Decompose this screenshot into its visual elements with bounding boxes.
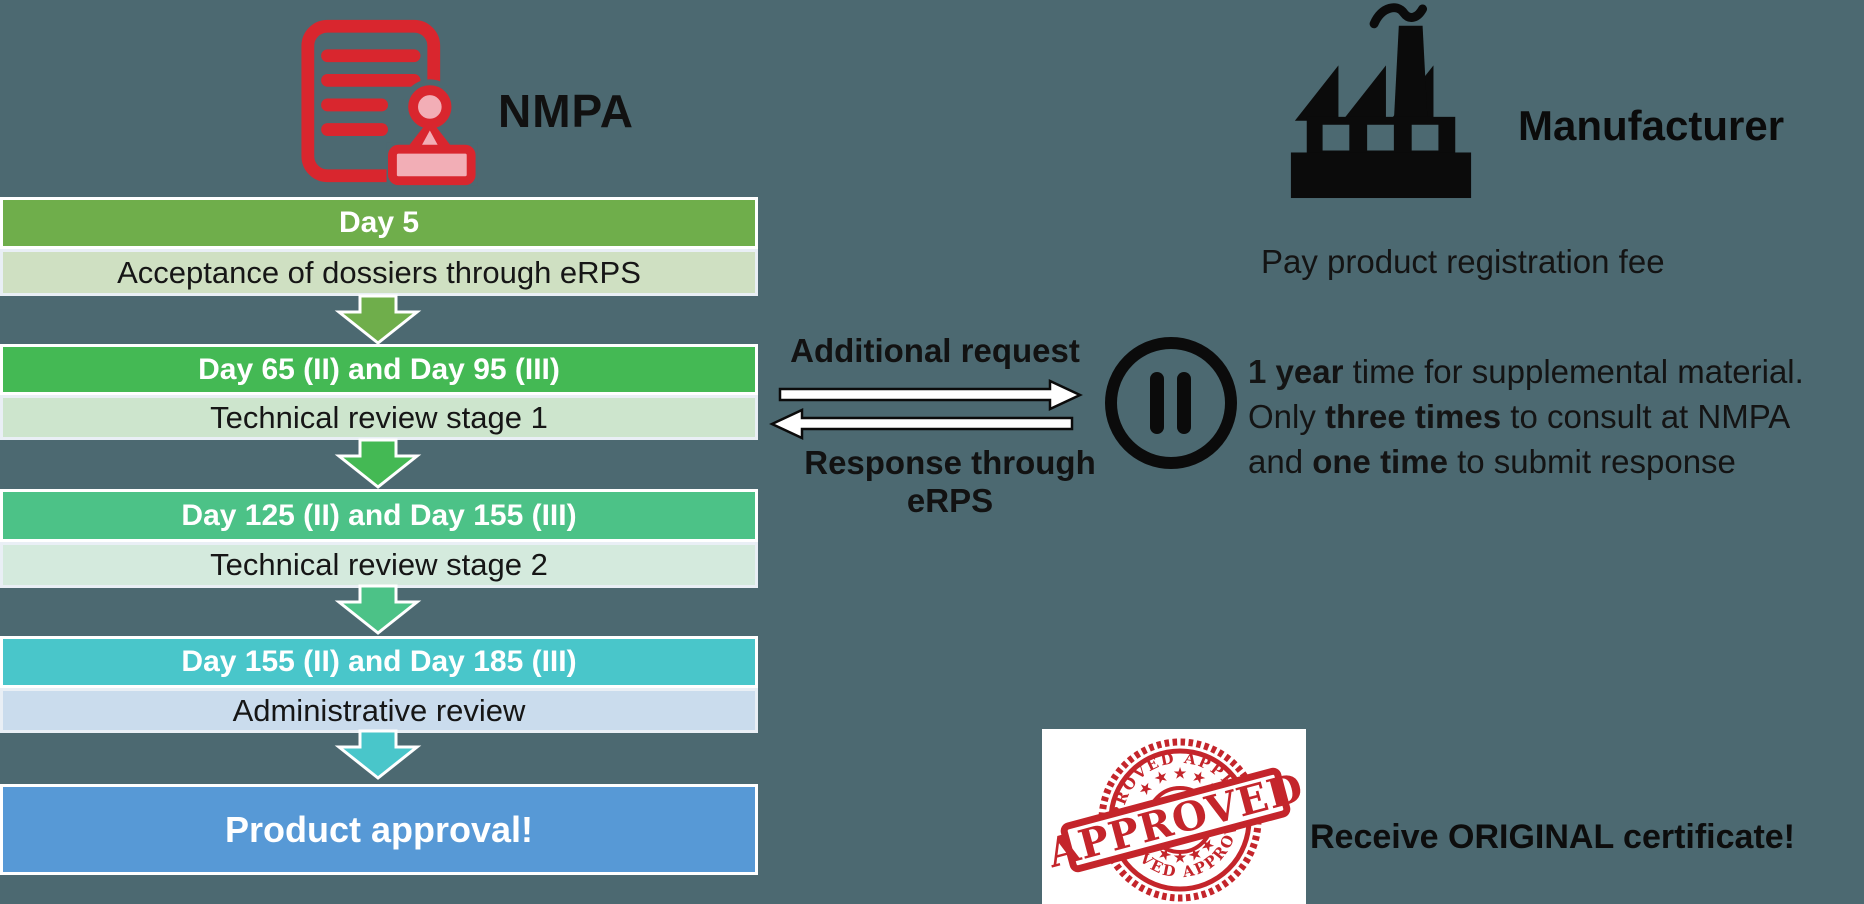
pay-fee-note: Pay product registration fee — [1261, 243, 1665, 280]
request-response-arrows-icon — [769, 379, 1083, 440]
down-arrow-icon — [334, 438, 422, 489]
approved-stamp-image: APPROVED APPROVED APPROVED APPROVED ★ ★ … — [1042, 729, 1306, 904]
timeline-step3-day: Day 125 (II) and Day 155 (III) — [0, 489, 758, 542]
supplemental-note-line2: Only three times to consult at NMPA — [1248, 398, 1791, 435]
supplemental-note: 1 year time for supplemental material. O… — [1248, 349, 1804, 484]
timeline-step2-description: Technical review stage 1 — [0, 395, 758, 440]
down-arrow-icon — [334, 294, 422, 345]
nmpa-title: NMPA — [498, 85, 635, 137]
supplemental-note-line3: and one time to submit response — [1248, 443, 1736, 480]
document-stamp-icon — [301, 19, 478, 186]
approved-stamp-icon: APPROVED APPROVED APPROVED APPROVED ★ ★ … — [1042, 729, 1306, 902]
receive-certificate-note: Receive ORIGINAL certificate! — [1310, 818, 1795, 856]
timeline-step1-day: Day 5 — [0, 197, 758, 249]
additional-request-label: Additional request — [790, 332, 1080, 369]
timeline-final-bar: Product approval! — [0, 784, 758, 875]
factory-icon — [1290, 3, 1472, 199]
manufacturer-title: Manufacturer — [1518, 102, 1785, 149]
response-through-erps-label: Response through eRPS — [804, 444, 1096, 519]
timeline-step1-description: Acceptance of dossiers through eRPS — [0, 249, 758, 296]
down-arrow-icon — [334, 584, 422, 635]
down-arrow-icon — [334, 729, 422, 780]
timeline-step3-description: Technical review stage 2 — [0, 542, 758, 588]
supplemental-note-line1: 1 year time for supplemental material. — [1248, 353, 1804, 390]
timeline-step4-day: Day 155 (II) and Day 185 (III) — [0, 636, 758, 688]
timeline-step2-day: Day 65 (II) and Day 95 (III) — [0, 344, 758, 395]
pause-icon — [1105, 337, 1237, 469]
timeline-step4-description: Administrative review — [0, 688, 758, 733]
